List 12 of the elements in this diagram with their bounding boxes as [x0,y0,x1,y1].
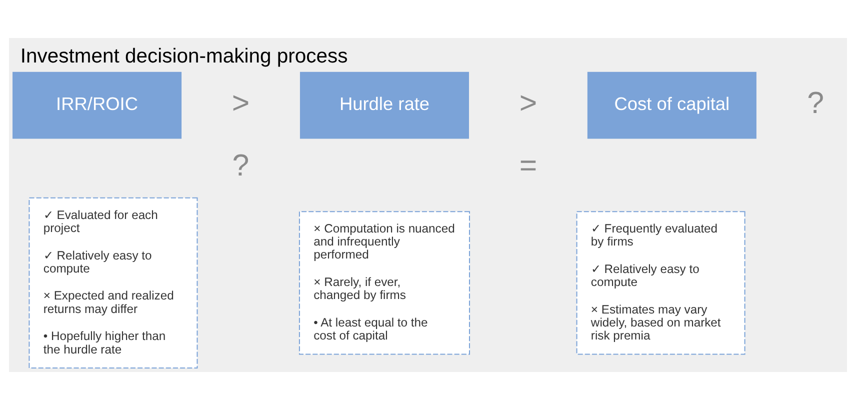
node-box: Cost of capital [587,72,756,139]
label: > [519,86,538,120]
label: ? [232,150,250,183]
label: ? [807,86,824,120]
node-box: IRR/ROIC [12,72,182,139]
label: = [519,150,538,183]
node-box: Hurdle rate [300,72,469,139]
node-box: ✓ Evaluated for each project ✓ Relatively easy to compute × Expected and realized returns may differ • Hopefully higher than the hurdle rate [28,197,198,368]
node-box: × Computation is nuanced and infrequently performed × Rarely, if ever, changed by firms • At least equal to the cost of capital [298,211,470,355]
label: > [232,86,250,120]
diagram-title: Investment decision-making process [20,45,348,68]
node-box: ✓ Frequently evaluated by firms ✓ Relatively easy to compute × Estimates may vary widely, based on market risk premia [576,211,746,355]
